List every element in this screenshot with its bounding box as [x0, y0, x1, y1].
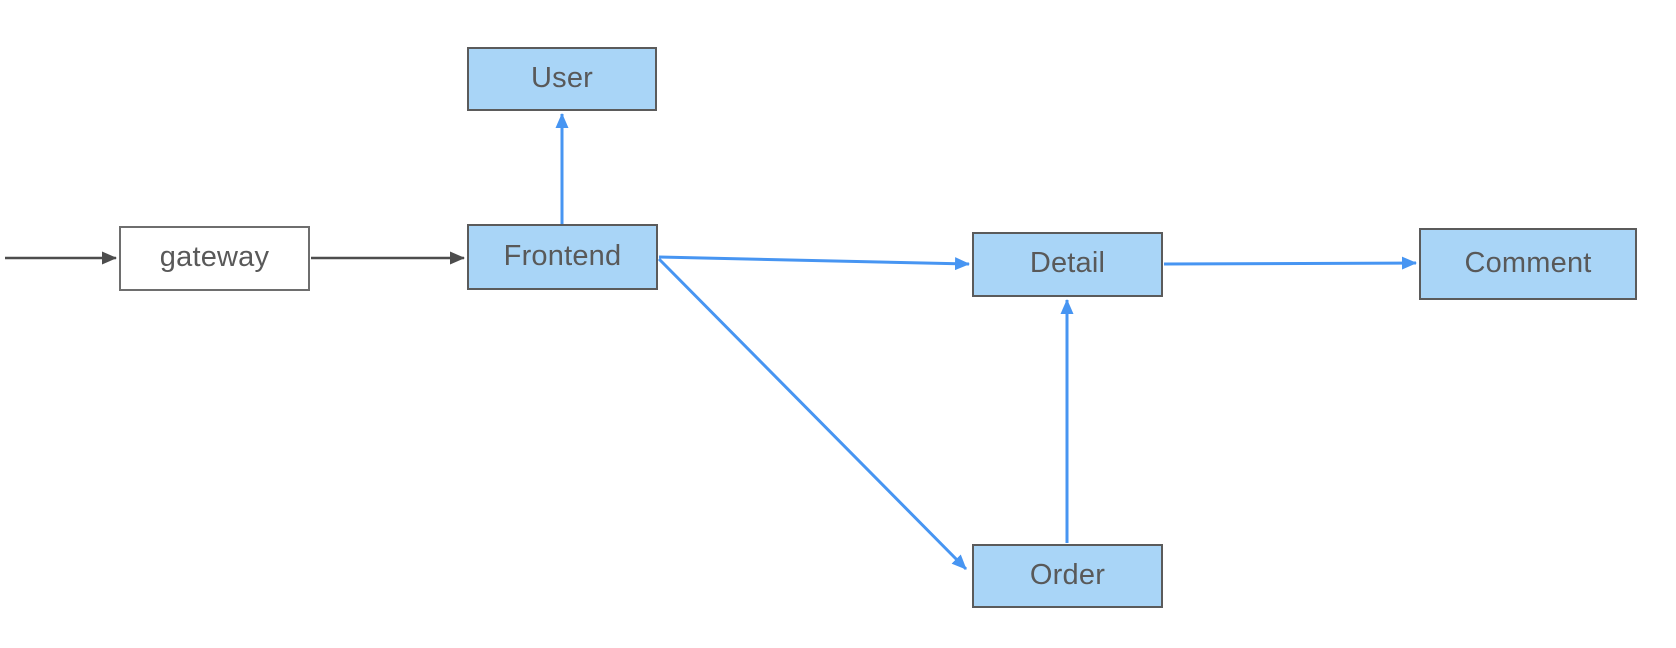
edge-frontend-to-detail — [658, 255, 970, 271]
node-order[interactable]: Order — [972, 544, 1163, 608]
node-user-label: User — [530, 61, 594, 94]
node-user[interactable]: User — [467, 47, 657, 111]
node-gateway[interactable]: gateway — [119, 226, 310, 291]
node-detail-label: Detail — [1029, 247, 1106, 279]
node-detail[interactable]: Detail — [972, 232, 1163, 297]
edge-detail-to-comment — [1163, 256, 1417, 270]
edge-frontend-to-order — [657, 257, 968, 571]
node-order-label: Order — [1029, 558, 1106, 591]
node-gateway-label: gateway — [159, 241, 270, 273]
node-frontend-label: Frontend — [503, 239, 622, 272]
node-frontend[interactable]: Frontend — [467, 224, 658, 290]
node-comment[interactable]: Comment — [1419, 228, 1637, 300]
node-comment-label: Comment — [1464, 246, 1592, 279]
